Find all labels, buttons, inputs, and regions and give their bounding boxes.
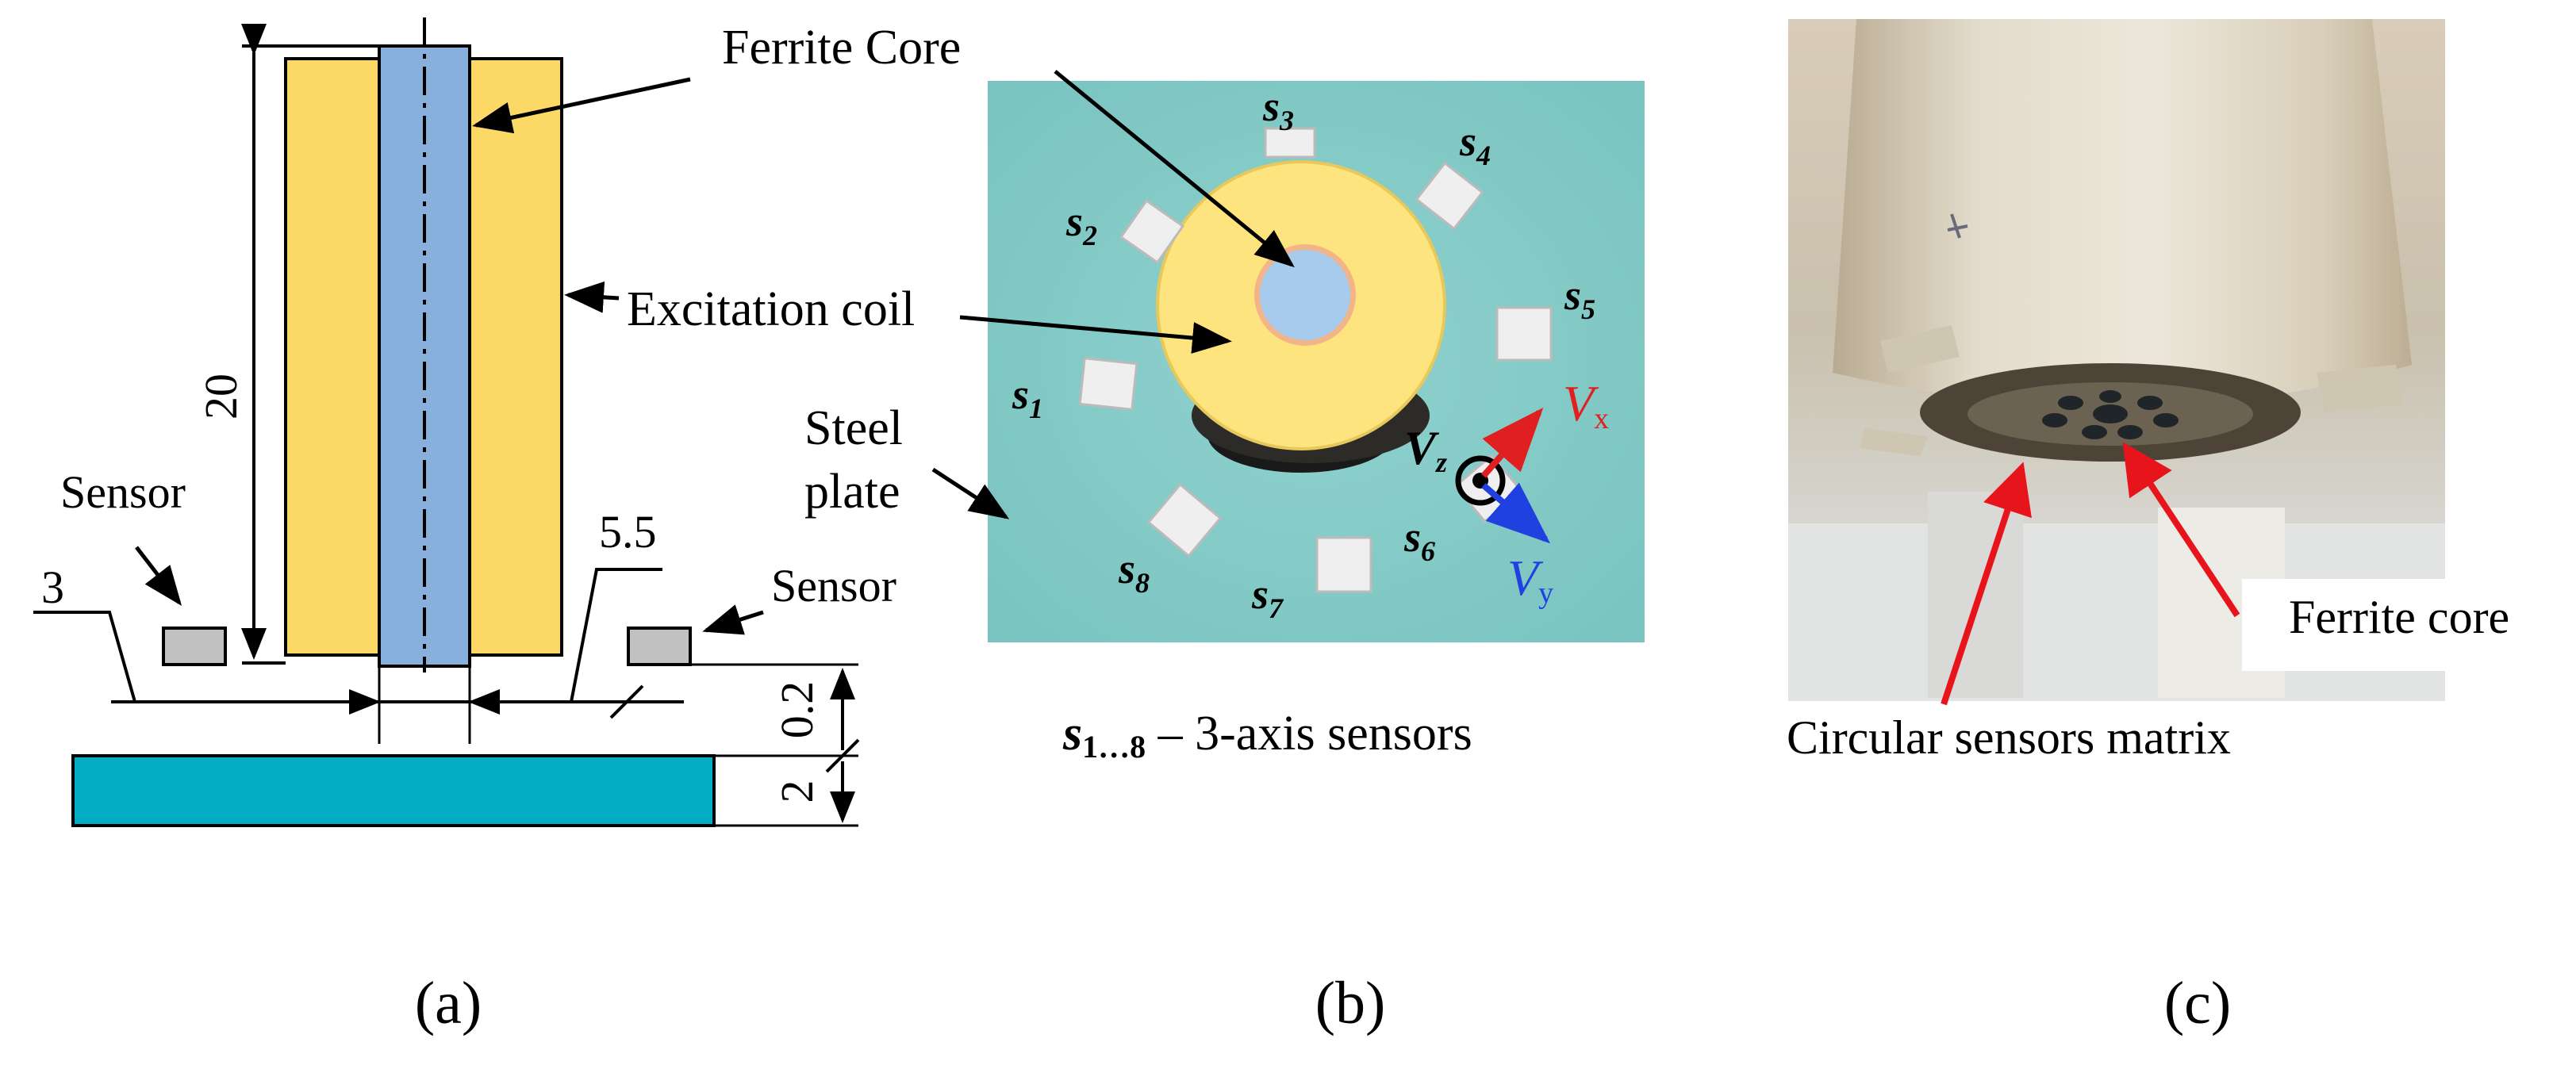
core-top-render <box>1260 250 1350 340</box>
excitation-coil-leader-a <box>564 281 620 313</box>
probe-clip-bottom <box>1860 428 1928 456</box>
sensor-tile-7 <box>1315 536 1372 593</box>
sensor-tile-4 <box>1415 161 1484 231</box>
axis-x-label: Vx <box>1563 375 1609 435</box>
sensor-left <box>162 627 227 666</box>
steel-plate-section <box>71 754 716 827</box>
probe-clip-left <box>1880 325 1960 373</box>
axis-x-arrow <box>1480 407 1544 478</box>
ferrite-core-label: Ferrite Core <box>722 21 961 75</box>
sensor-left-leader <box>135 546 182 606</box>
excitation-coil-label: Excitation coil <box>627 282 915 336</box>
dimension-tick <box>609 684 644 719</box>
leader-gap-5-5 <box>570 568 662 703</box>
ferrite-core-label-box <box>2242 579 2559 671</box>
dim-plate-label: 2 <box>771 780 823 803</box>
coil-top-shade <box>1156 160 1446 450</box>
ferrite-core-label-c: Ferrite core <box>2289 591 2509 643</box>
red-arrow-matrix <box>1941 462 2032 706</box>
axis-z-label: Vz <box>1404 422 1447 478</box>
probe-clip-right <box>2317 365 2404 412</box>
sensor-right <box>627 627 692 666</box>
sensor-right-leader <box>702 604 764 635</box>
caption-b: (b) <box>1315 970 1386 1037</box>
sensor-tile-8 <box>1146 482 1223 558</box>
photo-stand <box>1928 492 2023 698</box>
sensors-matrix-label: Circular sensors matrix <box>1787 711 2231 764</box>
sensor-axes: Vx Vy Vz <box>1404 375 1609 610</box>
sensor-legend: s1…8 – 3-axis sensors <box>1062 707 1472 765</box>
steel-plate-leader <box>931 467 1010 519</box>
axis-y-label: Vy <box>1507 550 1553 610</box>
panel-c: Ferrite core Circular sensors matrix (c) <box>1787 19 2559 1037</box>
steel-plate-label-line2: plate <box>804 465 900 519</box>
ferrite-core-leader-a <box>472 77 691 134</box>
sensor-tile-1 <box>1078 357 1138 411</box>
dim-height-label: 20 <box>195 374 247 420</box>
panel-b: s1 s2 s3 s4 s5 s6 s7 s8 Vx Vy Vz Steel p… <box>804 70 1645 1037</box>
dim-right-gap-label: 5.5 <box>599 506 657 558</box>
sensor-tiles <box>1078 127 1553 593</box>
dimension-tick-plate <box>825 738 860 773</box>
sensor-tile-3 <box>1264 127 1316 159</box>
probe-cylinder <box>1833 19 2412 407</box>
steel-plate-label-line1: Steel <box>804 401 903 455</box>
axis-z-ring <box>1455 455 1506 506</box>
dim-left-gap-label: 3 <box>41 561 64 613</box>
sensor-right-label: Sensor <box>771 560 896 611</box>
probe-handwriting-mark <box>1947 213 1968 239</box>
ferrite-core-leader-b <box>1054 70 1295 268</box>
axis-y-arrow <box>1481 482 1551 544</box>
red-arrow-core <box>2122 442 2240 618</box>
sensor-tile-2 <box>1119 198 1185 265</box>
sensor-tile-5 <box>1495 306 1553 362</box>
leader-gap-3 <box>33 611 136 703</box>
dim-lift-off-label: 0.2 <box>771 681 823 739</box>
caption-a: (a) <box>415 970 482 1037</box>
caption-c: (c) <box>2164 970 2231 1037</box>
sensor-left-label: Sensor <box>60 466 186 518</box>
panel-a: 20 3 5.5 0.2 2 Ferrite Core Exc <box>33 17 961 1037</box>
excitation-coil-leader-b <box>959 315 1232 354</box>
probe-core-holes <box>2042 390 2179 439</box>
